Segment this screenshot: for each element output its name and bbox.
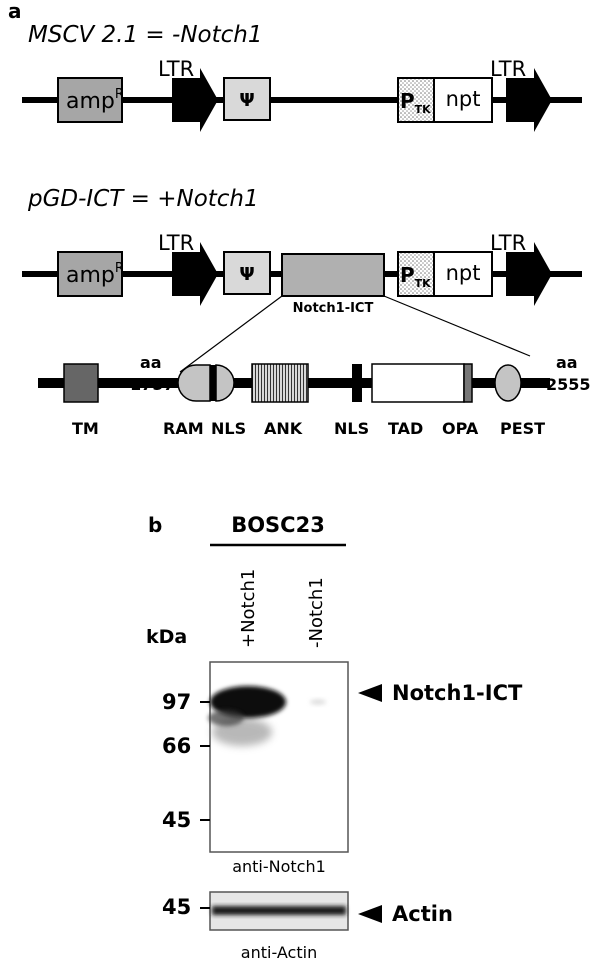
zoom-line-right bbox=[383, 295, 531, 357]
marker-actin-45: 45 bbox=[162, 895, 191, 919]
construct2-ptk-box bbox=[397, 251, 435, 297]
domain-label-tad: TAD bbox=[388, 419, 423, 438]
construct1-amp-text: ampR bbox=[66, 87, 124, 114]
actin-pointer-arrow bbox=[358, 905, 382, 923]
notch1-domain-map: aa 1757 aa 2555 TM RAM NLS ANK NLS TAD O… bbox=[38, 353, 591, 438]
antibody-label-main: anti-Notch1 bbox=[232, 857, 326, 876]
band-notch1-ict bbox=[210, 686, 286, 718]
band-smear-side bbox=[208, 710, 244, 726]
opa-domain bbox=[463, 363, 473, 403]
construct2-psi-text: Ψ bbox=[239, 264, 254, 285]
lane-label-plus-notch1: +Notch1 bbox=[238, 569, 259, 648]
domain-label-ank: ANK bbox=[264, 419, 303, 438]
construct2-amp-box bbox=[57, 251, 123, 297]
nls1-domain bbox=[210, 365, 216, 401]
lane-label-minus-notch1: -Notch1 bbox=[306, 577, 327, 648]
pest-domain bbox=[494, 364, 522, 402]
construct2-ltr-left-label: LTR bbox=[158, 231, 194, 255]
notch1-ict-insert-box bbox=[281, 253, 385, 297]
aa-end-value: 2555 bbox=[546, 375, 591, 394]
aa-start-prefix: aa bbox=[140, 353, 162, 372]
cell-line-label: BOSC23 bbox=[231, 513, 325, 537]
construct1-title: MSCV 2.1 = -Notch1 bbox=[28, 22, 262, 48]
tad-domain bbox=[371, 363, 465, 403]
marker-45: 45 bbox=[162, 808, 191, 832]
construct1-ptk-text: PTK bbox=[400, 89, 431, 116]
construct1-ltr-left-arrow bbox=[172, 68, 218, 132]
western-blot-anti-notch1 bbox=[208, 661, 349, 853]
construct1-amp-box bbox=[57, 77, 123, 123]
band-label-notch1-ict: Notch1-ICT bbox=[392, 681, 523, 705]
construct2-ltr-left-arrow bbox=[172, 242, 218, 306]
construct2-npt-text: npt bbox=[446, 261, 481, 285]
domain-label-nls2: NLS bbox=[334, 419, 369, 438]
domain-label-nls1: NLS bbox=[211, 419, 246, 438]
construct2-psi-box bbox=[223, 251, 271, 295]
panel-a-label: a bbox=[8, 0, 22, 23]
construct1-ltr-right-arrow bbox=[506, 68, 552, 132]
band-pointer-arrow bbox=[358, 684, 382, 702]
band-label-actin: Actin bbox=[392, 902, 453, 926]
construct2-ltr-right-arrow bbox=[506, 242, 552, 306]
zoom-line-left bbox=[179, 295, 283, 373]
construct1-ltr-right-label: LTR bbox=[490, 57, 526, 81]
domain-label-ram: RAM bbox=[163, 419, 204, 438]
construct2-ltr-right-label: LTR bbox=[490, 231, 526, 255]
construct2-amp-text: ampR bbox=[66, 261, 124, 288]
construct2-ptk-text: PTK bbox=[400, 263, 431, 290]
construct1-ltr-left-label: LTR bbox=[158, 57, 194, 81]
ram-domain-tail bbox=[215, 364, 235, 402]
construct2-npt-box bbox=[433, 251, 493, 297]
tm-domain bbox=[63, 363, 99, 403]
construct1-map: ampR LTR Ψ PTK npt LTR bbox=[22, 57, 582, 132]
band-minus-lane-trace bbox=[310, 699, 326, 705]
ank-domain bbox=[251, 363, 309, 403]
panel-b-label: b bbox=[148, 513, 162, 537]
kda-label: kDa bbox=[146, 626, 187, 648]
antibody-label-actin: anti-Actin bbox=[241, 943, 317, 962]
aa-end-prefix: aa bbox=[556, 353, 578, 372]
marker-97: 97 bbox=[162, 690, 191, 714]
western-blot-anti-actin bbox=[209, 891, 349, 931]
ram-domain bbox=[177, 364, 211, 402]
notch1-ict-insert-label: Notch1-ICT bbox=[293, 301, 374, 316]
construct1-psi-text: Ψ bbox=[239, 90, 254, 111]
construct1-npt-box bbox=[433, 77, 493, 123]
construct2-map: ampR LTR Ψ Notch1-ICT PTK npt LTR bbox=[22, 231, 582, 316]
construct1-psi-box bbox=[223, 77, 271, 121]
construct2-title: pGD-ICT = +Notch1 bbox=[27, 186, 259, 212]
domain-label-tm: TM bbox=[72, 419, 99, 438]
construct1-npt-text: npt bbox=[446, 87, 481, 111]
band-actin bbox=[212, 906, 346, 915]
domain-label-opa: OPA bbox=[442, 419, 479, 438]
marker-66: 66 bbox=[162, 734, 191, 758]
nls2-domain bbox=[352, 364, 362, 402]
domain-label-pest: PEST bbox=[500, 419, 545, 438]
